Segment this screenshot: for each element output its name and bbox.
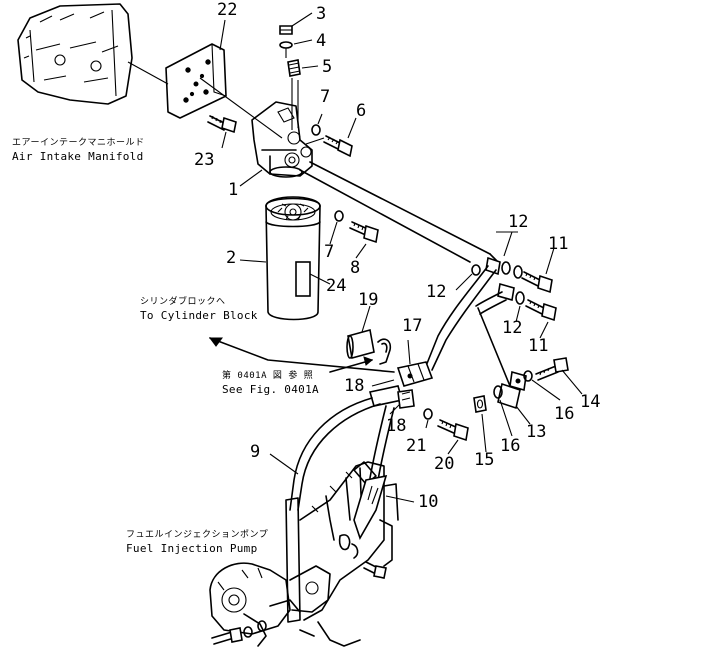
- bolt-23: [207, 115, 237, 134]
- sleeve-19: [346, 328, 375, 360]
- arrow-to-cylinder-block: [209, 337, 395, 373]
- callout-15: 15: [474, 450, 495, 470]
- label-see-fig-en: See Fig. 0401A: [222, 383, 319, 396]
- washer-16-lower: [493, 385, 503, 399]
- callout-9: 9: [250, 442, 261, 462]
- bolt-14: [535, 357, 569, 381]
- callout-10: 10: [418, 492, 439, 512]
- bolt-8: [349, 221, 379, 244]
- callout-12-left: 12: [426, 282, 447, 302]
- leader-lines: [219, 12, 583, 503]
- bolt-11-lower: [525, 299, 557, 322]
- air-intake-manifold: [17, 3, 133, 105]
- arrow-see-fig: [329, 356, 373, 373]
- label-air-intake-manifold-en: Air Intake Manifold: [12, 150, 144, 163]
- fuel-pipe-middle: [425, 265, 511, 387]
- plug-5: [287, 59, 301, 77]
- washer-16-upper: [523, 370, 533, 382]
- label-fuel-injection-pump-en: Fuel Injection Pump: [126, 542, 258, 555]
- label-to-cylinder-block-en: To Cylinder Block: [140, 309, 258, 322]
- callout-12-lower: 12: [502, 318, 523, 338]
- banjo-fitting-upper: [471, 256, 523, 279]
- callout-17: 17: [402, 316, 423, 336]
- label-fuel-injection-pump: フュエルインジェクションポンプ Fuel Injection Pump: [126, 529, 268, 555]
- callout-21: 21: [406, 436, 427, 456]
- filter-head: [251, 101, 313, 178]
- fuel-filter-cartridge: [265, 196, 321, 321]
- callout-16-lower: 16: [500, 436, 521, 456]
- clip-19: [377, 338, 392, 365]
- washer-4: [279, 41, 293, 49]
- callout-24: 24: [326, 276, 347, 296]
- callout-20: 20: [434, 454, 455, 474]
- callout-11-upper: 11: [548, 234, 569, 254]
- label-see-fig: 第 0401A 図 参 照 See Fig. 0401A: [222, 370, 319, 396]
- callout-5: 5: [322, 57, 333, 77]
- callout-6: 6: [356, 101, 367, 121]
- banjo-fitting-lower: [497, 282, 525, 305]
- callout-11-lower: 11: [528, 336, 549, 356]
- callout-1: 1: [228, 180, 239, 200]
- label-air-intake-manifold-jp: エアーインテークマニホールド: [12, 138, 145, 148]
- mounting-plate: [165, 43, 227, 119]
- callout-13: 13: [526, 422, 547, 442]
- callout-7-top: 7: [320, 87, 331, 107]
- callout-14: 14: [580, 392, 601, 412]
- callout-23: 23: [194, 150, 215, 170]
- fuel-injection-pump: [209, 461, 399, 647]
- callout-18-upper: 18: [344, 376, 365, 396]
- connector-block: [368, 361, 434, 409]
- label-to-cylinder-block: シリンダブロックへ To Cylinder Block: [140, 296, 258, 322]
- fitting-13: [497, 370, 527, 410]
- bolt-6: [323, 135, 353, 158]
- callout-16-upper: 16: [554, 404, 575, 424]
- callout-19: 19: [358, 290, 379, 310]
- label-to-cylinder-block-jp: シリンダブロックへ: [140, 297, 226, 307]
- callout-22: 22: [217, 0, 238, 20]
- bolt-20: [437, 419, 469, 442]
- nut-15: [473, 395, 487, 413]
- washer-7-top: [311, 124, 321, 136]
- callout-18-lower: 18: [386, 416, 407, 436]
- callout-4: 4: [316, 31, 327, 51]
- label-air-intake-manifold: エアーインテークマニホールド Air Intake Manifold: [12, 137, 144, 163]
- fuel-pipe-9: [289, 397, 395, 511]
- callout-12-top: 12: [508, 212, 529, 232]
- label-fuel-injection-pump-jp: フュエルインジェクションポンプ: [126, 530, 269, 540]
- plug-3: [279, 25, 293, 35]
- washer-21: [423, 408, 433, 420]
- label-see-fig-jp: 第 0401A 図 参 照: [222, 371, 314, 381]
- bolt-11-upper: [521, 271, 553, 294]
- callout-7-mid: 7: [324, 242, 335, 262]
- callout-2: 2: [226, 248, 237, 268]
- washer-7-mid: [334, 210, 344, 222]
- callout-8: 8: [350, 258, 361, 278]
- callout-3: 3: [316, 4, 327, 24]
